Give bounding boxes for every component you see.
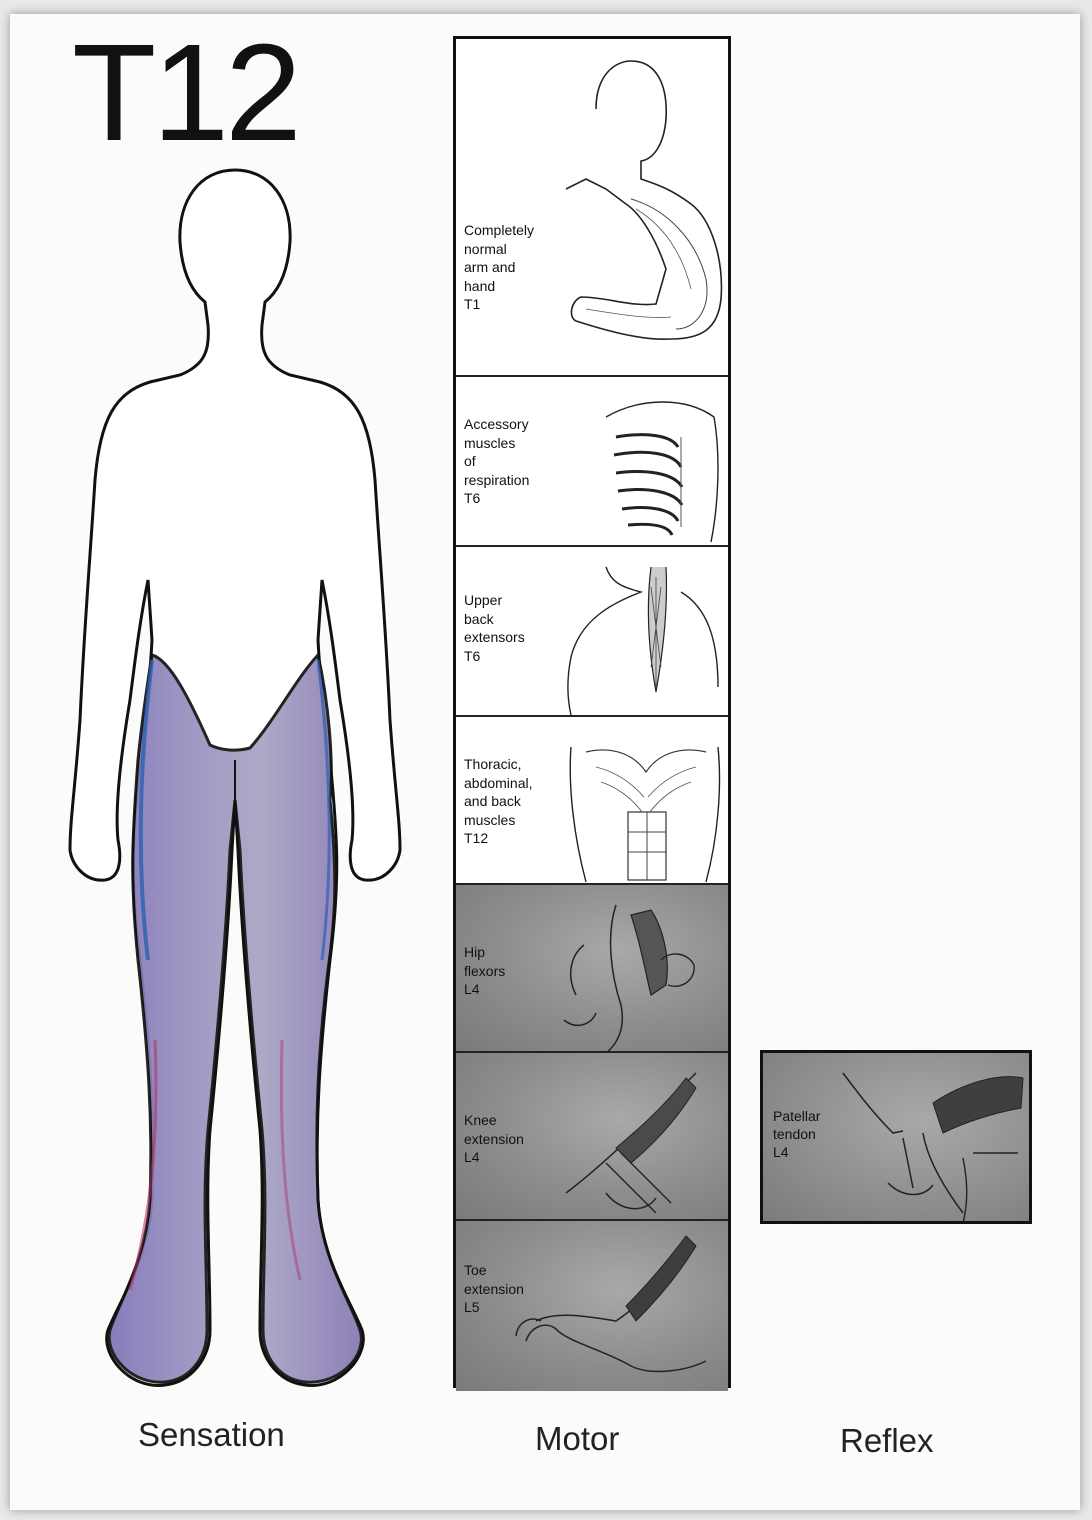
page-title: T12 (72, 24, 298, 162)
motor-panel-hip-flexors: Hip flexors L4 (456, 885, 728, 1053)
reflex-label: Reflex (840, 1422, 934, 1460)
motor-label: Motor (535, 1420, 619, 1458)
arm-flexion-illustration-icon (456, 39, 728, 377)
reflex-panel: Patellar tendon L4 (760, 1050, 1032, 1224)
motor-panel-upper-back: Upper back extensors T6 (456, 547, 728, 717)
motor-panel-knee-extension: Knee extension L4 (456, 1053, 728, 1221)
motor-text-arm-hand: Completely normal arm and hand T1 (464, 221, 534, 314)
motor-text-hip-flexors: Hip flexors L4 (464, 943, 505, 999)
motor-panel-toe-extension: Toe extension L5 (456, 1221, 728, 1391)
page: T12 Sensation (10, 14, 1080, 1510)
reflex-text-patellar: Patellar tendon L4 (773, 1107, 820, 1161)
motor-text-knee-extension: Knee extension L4 (464, 1111, 524, 1167)
motor-text-thoracic: Thoracic, abdominal, and back muscles T1… (464, 755, 533, 848)
motor-panel-column: Completely normal arm and hand T1 Access… (453, 36, 731, 1388)
motor-text-toe-extension: Toe extension L5 (464, 1261, 524, 1317)
motor-text-upper-back: Upper back extensors T6 (464, 591, 525, 665)
motor-panel-thoracic: Thoracic, abdominal, and back muscles T1… (456, 717, 728, 885)
body-figure-sensation-map (60, 160, 410, 1400)
motor-text-respiration: Accessory muscles of respiration T6 (464, 415, 529, 508)
sensation-label: Sensation (138, 1416, 285, 1454)
motor-panel-arm-hand: Completely normal arm and hand T1 (456, 39, 728, 377)
motor-panel-respiration: Accessory muscles of respiration T6 (456, 377, 728, 547)
